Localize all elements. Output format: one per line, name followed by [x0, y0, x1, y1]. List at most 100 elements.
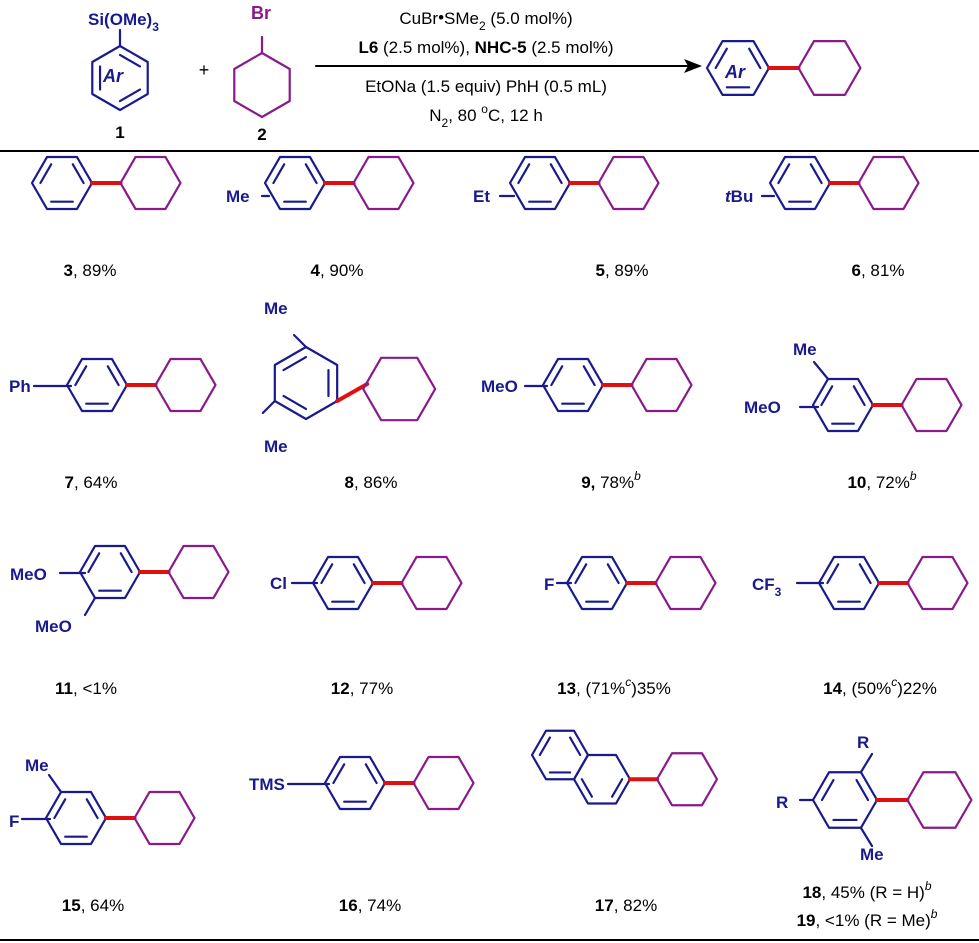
compound-9-cyclohexyl [630, 357, 693, 413]
condition-catalyst: CuBr•SMe2 (5.0 mol%) [399, 8, 572, 33]
compound-label-10: 10, 72%b [847, 469, 916, 492]
sub-14: CF3 [752, 575, 782, 599]
compound-6-cyclohexyl [857, 155, 920, 211]
compound-18-arene-double-bond [820, 778, 835, 802]
compound-4-cyclohexyl [352, 155, 415, 211]
sub-15-f: F [9, 812, 19, 831]
compound-8-cyclohexyl [362, 356, 437, 422]
condition-ligands: L6 (2.5 mol%), NHC-5 (2.5 mol%) [358, 38, 613, 57]
condition-base-solvent: EtONa (1.5 equiv) PhH (0.5 mL) [365, 77, 607, 96]
compound-8-sub-bond-bottom [261, 399, 276, 415]
sub-9: MeO [481, 377, 518, 396]
plus-sign: + [199, 60, 210, 80]
compound-10-arene [811, 377, 875, 433]
compound-7-cyclohexyl [154, 357, 217, 413]
reactant-2-substituent: Br [251, 3, 271, 23]
compound-6-arene-double-bond [777, 163, 791, 185]
compound-label-13: 13, (71%c)35% [557, 675, 671, 698]
compound-18-sub-bond-me [859, 826, 874, 848]
compound-18-arene-double-bond [855, 778, 870, 802]
compound-3-arene [30, 155, 94, 211]
compound-15-arene-double-bond [53, 798, 67, 820]
compound-label-19: 19, <1% (R = Me)b [797, 907, 938, 930]
header-product-arene-double-bond [748, 47, 762, 70]
compound-11-arene-double-bond [87, 552, 101, 574]
reactant-1-double-bond [118, 88, 142, 103]
reactant-2-cyclohexane [233, 51, 291, 119]
sub-18-r-top: R [857, 733, 869, 752]
compound-label-7: 7, 64% [65, 473, 118, 492]
compound-label-4: 4, 90% [311, 261, 364, 280]
compound-4-arene [263, 155, 327, 211]
reactant-1-ring-label: Ar [102, 66, 124, 86]
compound-label-3: 3, 89% [64, 261, 117, 280]
compound-18-sub-bond-top [859, 752, 874, 774]
compound-12-cyclohexyl [400, 555, 463, 611]
compound-label-6: 6, 81% [852, 261, 905, 280]
compound-10-arene-double-bond [820, 385, 834, 407]
compound-15-sub-bond-me [47, 773, 63, 794]
compound-13-arene-double-bond [606, 563, 620, 585]
header-product-arene-double-bond [714, 47, 728, 70]
compound-label-9: 9, 78%b [581, 469, 641, 492]
sub-11-a: MeO [10, 565, 47, 584]
sub-4: Me [226, 187, 250, 206]
sub-15-me: Me [25, 756, 49, 775]
reactant-1-substituent: Si(OMe)3 [88, 10, 159, 34]
compound-15-cyclohexyl [133, 790, 196, 846]
header-product-arene [705, 40, 771, 96]
compound-16-arene-double-bond [332, 763, 346, 785]
compound-8-new-bond [335, 382, 370, 403]
compound-17-ring-b-double-bond [580, 778, 594, 798]
compound-14-arene-double-bond [858, 563, 872, 585]
compound-5-arene-double-bond [549, 163, 563, 185]
compound-3-arene-double-bond [71, 163, 85, 185]
compound-label-5: 5, 89% [596, 261, 649, 280]
sub-13: F [544, 575, 554, 594]
compound-5-arene [508, 155, 572, 211]
compound-17-ring-b-double-bond [610, 778, 624, 798]
compound-10-arene-double-bond [852, 385, 866, 407]
compound-label-12: 12, 77% [331, 679, 393, 698]
sub-7: Ph [9, 377, 31, 396]
compound-14-cyclohexyl [906, 555, 969, 611]
compound-label-16: 16, 74% [339, 896, 401, 915]
compound-6-arene [768, 155, 832, 211]
compound-8-double-bond [282, 394, 308, 411]
compound-10-cyclohexyl [900, 377, 963, 433]
compound-3-arene-double-bond [39, 163, 53, 185]
sub-10-me: Me [793, 340, 817, 359]
compound-5-arene-double-bond [517, 163, 531, 185]
compound-17-ring-a-double-bond [538, 736, 552, 757]
compound-17-ring-b [572, 753, 632, 805]
compound-13-arene-double-bond [574, 563, 588, 585]
sub-6: tBu [725, 187, 753, 206]
compound-7-arene-double-bond [74, 365, 88, 387]
header-product-cyclohexyl [797, 40, 862, 96]
compound-16-cyclohexyl [412, 755, 475, 811]
compound-10-sub-bond-me [812, 360, 830, 381]
compound-18-cyclohexyl [906, 771, 973, 829]
reaction-arrow-head [684, 59, 702, 73]
compound-4-arene-double-bond [272, 163, 286, 185]
compound-13-cyclohexyl [654, 555, 717, 611]
compound-label-17: 17, 82% [595, 896, 657, 915]
compound-11-sub-bond-b [83, 596, 97, 617]
compound-17-cyclohexyl [655, 752, 719, 807]
sub-8-bottom: Me [264, 437, 288, 456]
compound-15-arene-double-bond [85, 798, 99, 820]
compound-8-double-bond [282, 355, 308, 372]
compound-12-arene-double-bond [320, 563, 334, 585]
reactant-1-number: 1 [115, 123, 124, 142]
compound-5-cyclohexyl [597, 155, 660, 211]
compound-7-arene-double-bond [106, 365, 120, 387]
compound-16-arene-double-bond [364, 763, 378, 785]
sub-11-b: MeO [35, 617, 72, 636]
compound-14-arene-double-bond [826, 563, 840, 585]
sub-8-top: Me [264, 299, 288, 318]
compound-11-arene-double-bond [119, 552, 133, 574]
compound-label-14: 14, (50%c)22% [823, 675, 937, 698]
reactant-1-arene [91, 44, 149, 112]
condition-atmosphere-temp-time: N2, 80 oC, 12 h [429, 102, 543, 130]
compound-11-cyclohexyl [167, 544, 230, 600]
